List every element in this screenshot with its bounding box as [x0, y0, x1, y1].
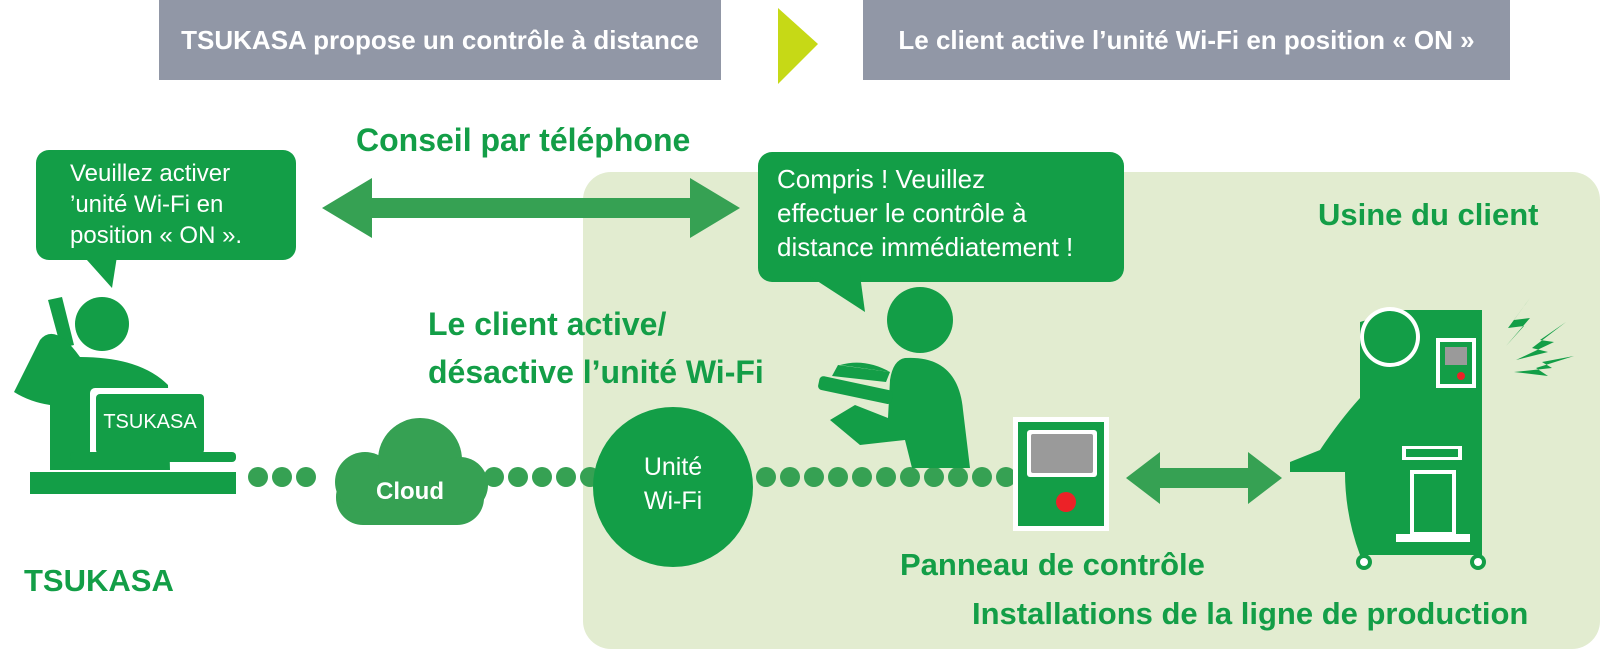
production-machine-icon	[1290, 307, 1486, 570]
client-bubble-line-1: Compris ! Veuillez	[777, 164, 986, 194]
phone-advice-label: Conseil par téléphone	[356, 122, 691, 158]
tsukasa-speech-bubble	[36, 150, 296, 288]
tsukasa-bubble-line-3: position « ON ».	[70, 222, 243, 249]
cloud-icon	[335, 418, 488, 525]
tsukasa-bubble-line-1: Veuillez activer	[70, 160, 231, 187]
tsukasa-operator-icon	[14, 297, 236, 494]
client-action-line-1: Le client active/	[428, 306, 667, 342]
phone-advice-arrow-icon	[322, 178, 740, 238]
tsukasa-bubble-text: Veuillez activer ’unité Wi-Fi en positio…	[70, 158, 242, 251]
control-panel-device	[1013, 417, 1109, 531]
production-line-label: Installations de la ligne de production	[972, 596, 1529, 631]
client-bubble-line-2: effectuer le contrôle à	[777, 198, 1027, 228]
step-2-banner: Le client active l’unité Wi-Fi en positi…	[863, 0, 1510, 80]
panel-alarm-button-icon	[1056, 492, 1076, 512]
panel-machine-arrow-icon	[1126, 452, 1282, 504]
client-person-icon	[818, 287, 970, 468]
step-2-text: Le client active l’unité Wi-Fi en positi…	[898, 24, 1475, 55]
client-action-label: Le client active/ désactive l’unité Wi-F…	[428, 300, 764, 396]
wifi-unit-circle	[593, 407, 753, 567]
client-bubble-line-3: distance immédiatement !	[777, 232, 1074, 262]
laptop-label: TSUKASA	[103, 411, 197, 433]
step-1-banner: TSUKASA propose un contrôle à distance	[159, 0, 721, 80]
cloud-label: Cloud	[376, 478, 444, 505]
client-action-line-2: désactive l’unité Wi-Fi	[428, 354, 764, 390]
wifi-unit-line-2: Wi-Fi	[643, 487, 703, 515]
wifi-unit-line-1: Unité	[643, 453, 703, 481]
tsukasa-label: TSUKASA	[24, 563, 174, 598]
step-arrow-icon	[778, 8, 818, 84]
alarm-lightning-icon	[1506, 298, 1574, 376]
control-panel-label: Panneau de contrôle	[900, 547, 1205, 582]
client-speech-bubble	[758, 152, 1124, 312]
wifi-unit-label: Unité Wi-Fi	[613, 450, 733, 518]
client-bubble-text: Compris ! Veuillez effectuer le contrôle…	[777, 162, 1073, 264]
factory-label: Usine du client	[1318, 197, 1539, 232]
step-1-text: TSUKASA propose un contrôle à distance	[181, 24, 699, 55]
tsukasa-bubble-line-2: ’unité Wi-Fi en	[70, 191, 224, 218]
